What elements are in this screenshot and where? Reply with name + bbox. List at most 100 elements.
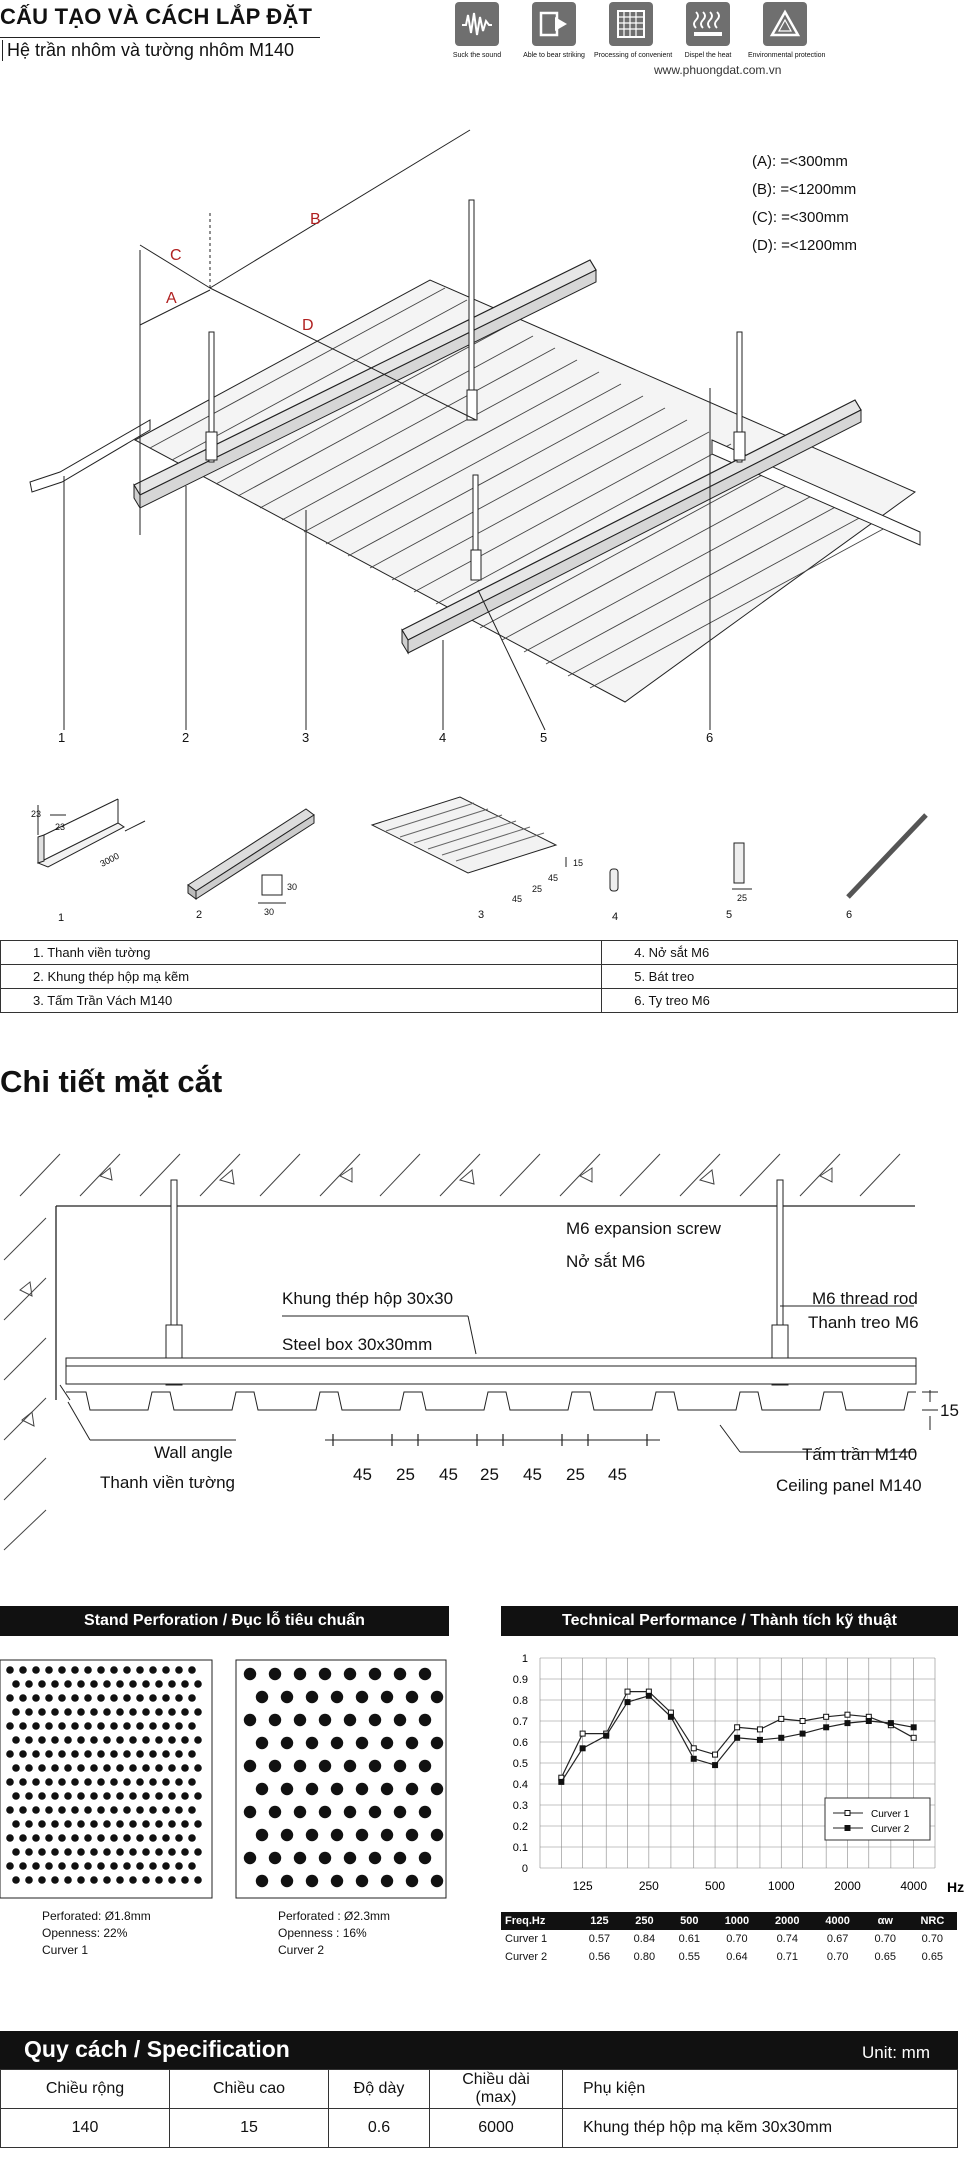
perforation-hole <box>32 1778 40 1786</box>
perforation-hole <box>25 1792 33 1800</box>
website-url: www.phuongdat.com.vn <box>654 63 782 77</box>
perforation-hole <box>380 1874 394 1888</box>
section-heading: Chi tiết mặt cắt <box>0 1064 223 1099</box>
dim-panel-15: 15 <box>573 858 583 868</box>
perforation-hole <box>77 1680 85 1688</box>
page-title: CẤU TẠO VÀ CÁCH LẮP ĐẶT <box>0 4 313 29</box>
perforation-hole <box>181 1708 189 1716</box>
perforation-hole <box>6 1862 14 1870</box>
label-expansion-en: M6 expansion screw <box>566 1219 722 1238</box>
perforation-hole <box>136 1750 144 1758</box>
perforation-hole <box>393 1713 407 1727</box>
perforation-hole <box>19 1694 27 1702</box>
perforation-hole <box>293 1713 307 1727</box>
column-header: Freq.Hz <box>501 1912 577 1930</box>
perforation-hole <box>168 1848 176 1856</box>
performance-header: Technical Performance / Thành tích kỹ th… <box>501 1606 958 1636</box>
pitch-45: 45 <box>353 1465 372 1484</box>
perforation-hole <box>305 1690 319 1704</box>
perforation-hole <box>355 1828 369 1842</box>
perforation-hole <box>162 1862 170 1870</box>
perforation-curve: Curver 2 <box>278 1943 325 1957</box>
dim-box-a: 30 <box>287 882 297 892</box>
perforation-hole <box>45 1694 53 1702</box>
perforation-hole <box>168 1736 176 1744</box>
perforation-header: Stand Perforation / Đục lỗ tiêu chuẩn <box>0 1606 449 1636</box>
callout-2: 2 <box>182 730 189 745</box>
perforation-hole <box>168 1764 176 1772</box>
perforation-hole <box>149 1750 157 1758</box>
perforation-patterns <box>0 1659 447 1899</box>
perforation-hole <box>19 1862 27 1870</box>
column-header: Phụ kiện <box>562 2069 958 2109</box>
column-header: Độ dày <box>328 2069 430 2109</box>
table-cell: 0.71 <box>776 1951 798 1963</box>
perforation-hole <box>97 1666 105 1674</box>
perforation-hole <box>188 1778 196 1786</box>
perforation-hole <box>129 1680 137 1688</box>
perforation-hole <box>38 1736 46 1744</box>
perforation-hole <box>123 1778 131 1786</box>
perforation-hole <box>84 1694 92 1702</box>
data-point <box>756 1726 763 1733</box>
page-subtitle: Hệ trần nhôm và tường nhôm M140 <box>2 40 294 61</box>
perforation-hole <box>194 1876 202 1884</box>
perforation-hole <box>430 1828 444 1842</box>
feature-processing: Processing of convenient <box>594 2 672 59</box>
perforation-hole <box>330 1690 344 1704</box>
perforation-hole <box>6 1750 14 1758</box>
label-wall-en: Wall angle <box>154 1443 233 1462</box>
perforation-hole <box>19 1750 27 1758</box>
label-expansion-vi: Nở sắt M6 <box>566 1252 645 1271</box>
y-tick-label: 0.7 <box>513 1716 528 1728</box>
perforation-hole <box>97 1750 105 1758</box>
perforation-hole <box>162 1722 170 1730</box>
perforation-hole <box>175 1778 183 1786</box>
dim-angle-length: 3000 <box>98 851 120 869</box>
perforation-hole <box>194 1792 202 1800</box>
perforation-hole <box>129 1708 137 1716</box>
table-cell: 2. Khung thép hộp mạ kẽm <box>0 964 603 989</box>
perforation-hole <box>38 1708 46 1716</box>
perforation-hole <box>162 1694 170 1702</box>
perforation-hole <box>318 1805 332 1819</box>
perforation-hole <box>293 1805 307 1819</box>
table-cell: 0.61 <box>678 1933 701 1945</box>
perforation-hole <box>123 1750 131 1758</box>
perforation-hole <box>6 1806 14 1814</box>
dim-angle-a: 23 <box>31 809 41 819</box>
perforation-hole <box>318 1759 332 1773</box>
data-point <box>734 1734 741 1741</box>
perforation-hole <box>162 1778 170 1786</box>
table-cell: 0.6 <box>328 2108 430 2148</box>
perforation-hole <box>116 1764 124 1772</box>
perforation-hole <box>194 1848 202 1856</box>
y-tick-label: 0.8 <box>513 1695 528 1707</box>
perforation-hole <box>25 1876 33 1884</box>
perforation-hole <box>280 1828 294 1842</box>
table-cell: 0.65 <box>921 1951 944 1963</box>
callout-5: 5 <box>540 730 547 745</box>
perforation-hole <box>90 1876 98 1884</box>
perforation-hole <box>255 1736 269 1750</box>
perforation-hole <box>243 1805 257 1819</box>
perforation-hole <box>19 1778 27 1786</box>
perforation-hole <box>168 1820 176 1828</box>
data-point <box>756 1736 763 1743</box>
perforation-hole <box>142 1680 150 1688</box>
perforation-hole <box>123 1806 131 1814</box>
perforation-hole <box>368 1759 382 1773</box>
perforation-hole <box>129 1736 137 1744</box>
perforation-hole <box>268 1667 282 1681</box>
impact-arrow-icon <box>539 11 567 37</box>
perforation-hole <box>175 1666 183 1674</box>
perforation-hole <box>393 1667 407 1681</box>
data-point <box>603 1732 610 1739</box>
callout-4: 4 <box>439 730 446 745</box>
dim-box-b: 30 <box>264 907 274 917</box>
perforation-hole <box>393 1805 407 1819</box>
data-point <box>799 1718 806 1724</box>
perforation-hole <box>149 1722 157 1730</box>
perforation-hole <box>51 1820 59 1828</box>
